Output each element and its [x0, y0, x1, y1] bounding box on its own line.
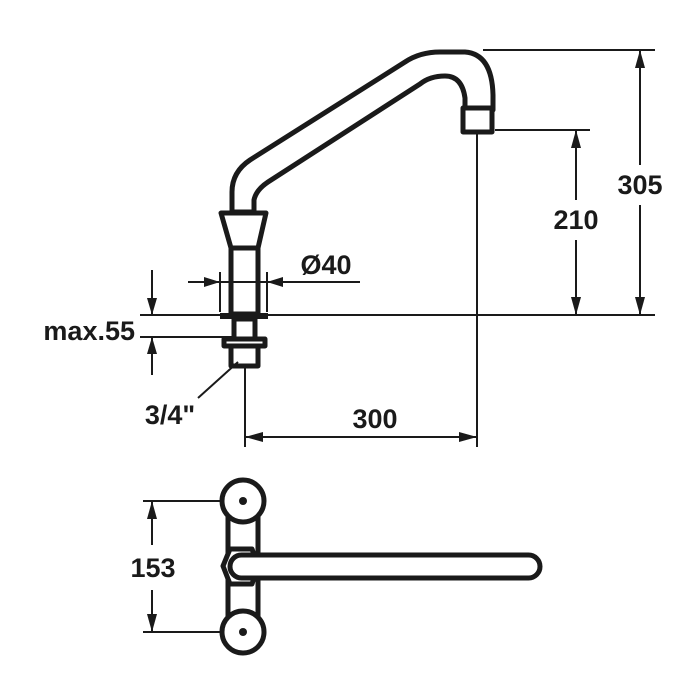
label-spout-height: 210	[553, 205, 598, 235]
threaded-stem	[231, 316, 258, 342]
label-max-deck-thickness: max.55	[43, 316, 135, 346]
label-thread: 3/4"	[145, 400, 195, 430]
label-overall-height: 305	[617, 170, 662, 200]
screw-top	[239, 497, 247, 505]
body-cone	[218, 210, 269, 251]
nozzle	[460, 105, 495, 135]
label-wall-center-distance: 153	[130, 553, 175, 583]
spout	[229, 49, 496, 215]
spout-top-view	[227, 552, 543, 581]
screw-bottom	[239, 628, 247, 636]
label-base-diameter: Ø40	[300, 250, 351, 280]
connector	[228, 343, 261, 369]
dimension-lines	[140, 49, 655, 633]
label-spout-reach: 300	[352, 404, 397, 434]
